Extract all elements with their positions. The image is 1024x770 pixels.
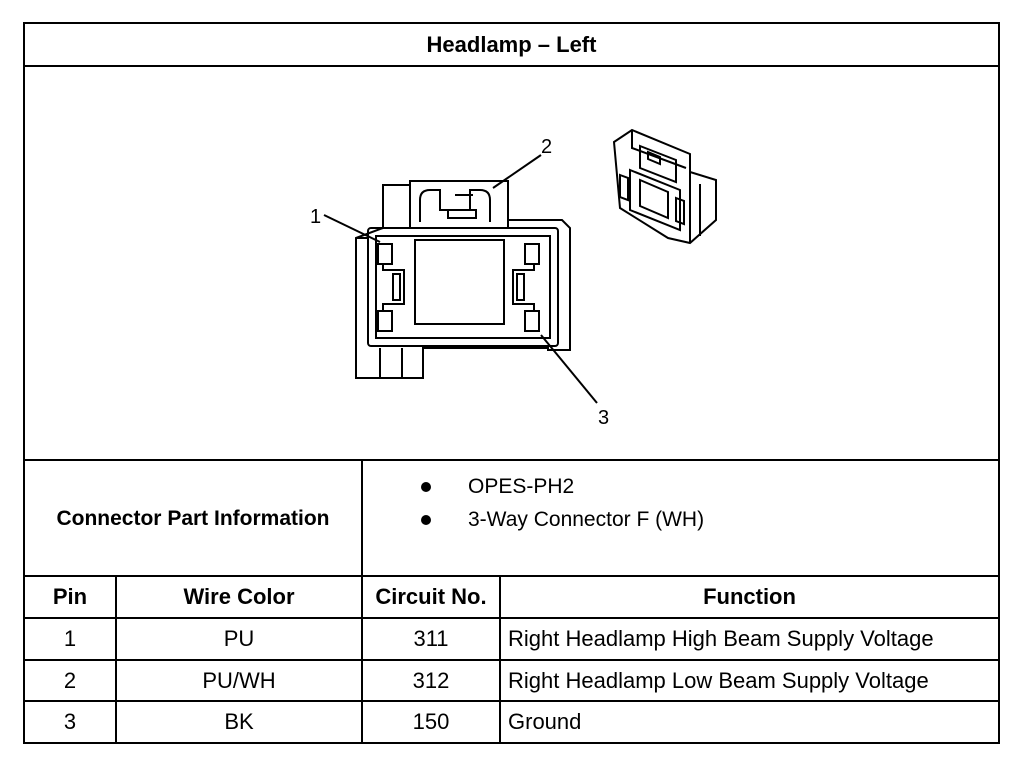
table-cell-pin: 1 (63, 626, 77, 651)
col-divider-3 (499, 575, 501, 744)
table-cell-pin: 3 (63, 709, 77, 734)
info-divider-top (23, 459, 1000, 461)
table-divider-row1 (23, 659, 1000, 661)
table-divider-header (23, 617, 1000, 619)
title-divider (23, 65, 1000, 67)
callout-3: 3 (598, 407, 609, 429)
table-cell-wire-color: PU/WH (202, 667, 276, 693)
bullet-icon (421, 515, 431, 525)
connector-info-label: Connector Part Information (56, 506, 330, 530)
connector-table-frame (23, 22, 1000, 744)
col-divider-1 (115, 575, 117, 744)
table-cell-circuit-no: 311 (413, 626, 449, 651)
connector-info-item: OPES-PH2 (395, 475, 574, 499)
page-title: Headlamp – Left (426, 32, 597, 57)
table-cell-function: Ground (508, 709, 582, 734)
table-cell-wire-color: PU (223, 626, 255, 651)
table-cell-pin: 2 (63, 667, 77, 693)
table-cell-function: Right Headlamp High Beam Supply Voltage (508, 626, 934, 651)
table-divider-row2 (23, 700, 1000, 702)
table-divider-top (23, 575, 1000, 577)
bullet-icon (421, 482, 431, 492)
callout-2: 2 (541, 136, 552, 158)
table-cell-circuit-no: 312 (412, 667, 450, 693)
column-header-circuit-no: Circuit No. (375, 584, 487, 609)
connector-info-item: 3-Way Connector F (WH) (395, 508, 704, 532)
column-header-function: Function (703, 584, 796, 609)
callout-1: 1 (310, 206, 321, 228)
table-cell-circuit-no: 150 (412, 709, 450, 734)
col-divider-2 (361, 575, 363, 744)
column-header-wire-color: Wire Color (183, 584, 295, 609)
info-divider-vertical (361, 459, 363, 576)
table-cell-function: Right Headlamp Low Beam Supply Voltage (508, 667, 929, 693)
connector-face-diagram: 1 2 3 (310, 128, 717, 429)
column-header-pin: Pin (52, 584, 88, 609)
table-cell-wire-color: BK (224, 709, 254, 734)
